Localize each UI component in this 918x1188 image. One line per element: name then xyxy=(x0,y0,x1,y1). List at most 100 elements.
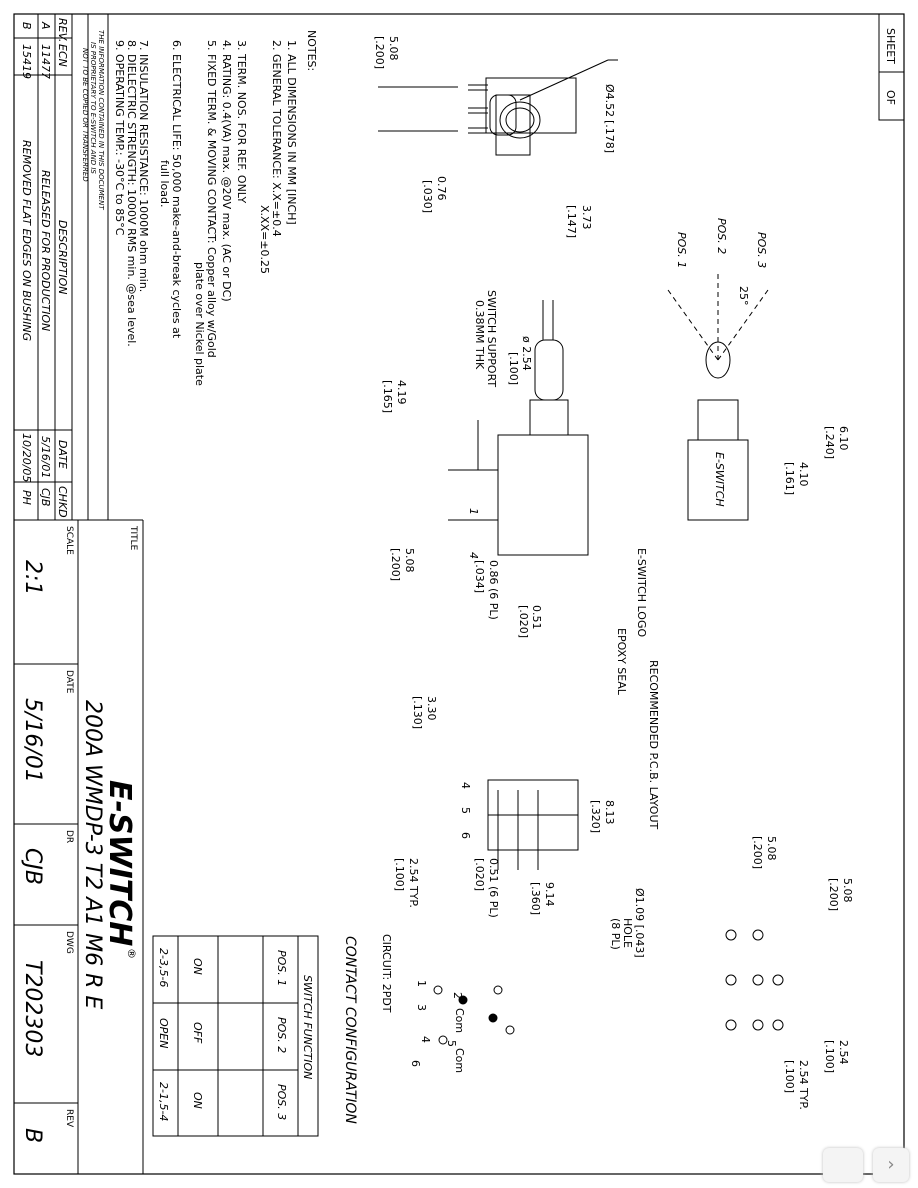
sf-circuit-pos-3: 2-1,5-4 xyxy=(157,1082,170,1121)
back-d2-mm: 8.13 xyxy=(603,800,616,825)
sf-header-pos-1: POS. 1 xyxy=(275,950,288,986)
sheet-label: SHEET xyxy=(884,28,897,64)
viewer-logo-icon[interactable] xyxy=(823,1148,863,1182)
note-8: 8. DIELECTRIC STRENGTH: 1000V RMS min. @… xyxy=(125,40,138,347)
sf-header-pos-2: POS. 2 xyxy=(275,1017,288,1053)
rev-header-date: DATE xyxy=(56,440,69,469)
front-pos-1: POS. 1 xyxy=(675,232,688,268)
back-d5-mm: 2.54 TYP. xyxy=(407,858,420,908)
scale-label: SCALE xyxy=(64,526,74,555)
note-3: 3. TERM. NOS. FOR REF. ONLY xyxy=(235,40,248,203)
rev-header-chkd: CHKD xyxy=(56,486,69,518)
contact-configuration: CONTACT CONFIGURATION CIRCUIT: 2PDT 1 2 … xyxy=(152,934,515,1137)
drawn-by-label: DR xyxy=(64,830,74,843)
rev-header-description: DESCRIPTION xyxy=(56,220,69,294)
rev-row-a-description: RELEASED FOR PRODUCTION xyxy=(39,170,52,331)
top-term-mm: 0.76 xyxy=(435,176,448,201)
drawing-title: 200A WMDP-3 T2 A1 M6 R E xyxy=(80,700,105,1009)
rev-header-ecn: ECN xyxy=(56,44,69,67)
note-1: 1. ALL DIMENSIONS IN MM [INCH] xyxy=(285,40,298,225)
side-height-in: [.165] xyxy=(381,380,394,413)
scale-value: 2:1 xyxy=(20,560,45,595)
top-term-in: [.030] xyxy=(421,180,434,213)
proprietary-line-3: NOT TO BE COPIED OR TRANSFERRED xyxy=(81,48,89,182)
drawn-by-value: CJB xyxy=(20,848,45,885)
side-lever-in: [.100] xyxy=(507,352,520,385)
pcb-d-in: [.100] xyxy=(783,1060,796,1093)
contact-num-1: 1 xyxy=(415,980,428,987)
contact-num-5: 5 xyxy=(445,1040,458,1047)
pcb-c-in: [.100] xyxy=(823,1040,836,1073)
pcb-hole-count: (8 PL) xyxy=(609,918,622,950)
note-6: 6. ELECTRICAL LIFE: 50,000 make-and-brea… xyxy=(170,40,183,339)
company-logo: E-SWITCH xyxy=(102,780,137,946)
back-d4-in: [.020] xyxy=(473,858,486,891)
back-d2-in: [.320] xyxy=(589,800,602,833)
side-term-in: [.034] xyxy=(473,560,486,593)
contact-num-2: 2 xyxy=(451,992,464,999)
note-9: 9. OPERATING TEMP.: -30°C to 85°C xyxy=(113,40,126,236)
pcb-hole-dia: Ø1.09 [.043] xyxy=(633,888,646,958)
sf-state-pos-2: OFF xyxy=(191,1022,204,1044)
back-term-5: 5 xyxy=(459,807,472,814)
circuit-label: CIRCUIT: 2PDT xyxy=(380,934,393,1013)
switch-support-thk: 0.38MM THK xyxy=(473,300,486,370)
pcb-a-in: [.200] xyxy=(827,878,840,911)
back-d1-mm: 3.30 xyxy=(425,696,438,721)
note-2: 2. GENERAL TOLERANCE: X.X=±0.4 xyxy=(270,40,283,237)
back-d1-in: [.130] xyxy=(411,696,424,729)
date-label: DATE xyxy=(64,670,74,694)
pcb-d-mm: 2.54 TYP. xyxy=(797,1060,810,1110)
pcb-title: RECOMMENDED P.C.B. LAYOUT xyxy=(647,660,660,829)
back-d3-mm: 9.14 xyxy=(543,882,556,907)
rev-row-a-date: 5/16/01 xyxy=(39,436,52,478)
side-pitch-in: [.200] xyxy=(389,548,402,581)
rev-row-b-chkd: PH xyxy=(20,490,33,505)
epoxy-seal-label: EPOXY SEAL xyxy=(615,628,628,696)
front-pos-3: POS. 3 xyxy=(755,232,768,268)
sheet-of-box: SHEET OF xyxy=(878,13,905,121)
sheet-of-label: OF xyxy=(884,90,897,105)
top-depth-mm: 3.73 xyxy=(580,205,593,230)
registered-mark: ® xyxy=(125,948,138,959)
front-body-logo: E-SWITCH xyxy=(713,452,726,507)
contact-num-4: 4 xyxy=(419,1036,432,1043)
front-pos-2: POS. 2 xyxy=(715,218,728,254)
top-pitch-in: [.200] xyxy=(373,36,386,69)
front-h2-mm: 4.10 xyxy=(797,462,810,487)
side-view: ø 2.54 [.100] SWITCH SUPPORT 0.38MM THK … xyxy=(381,290,589,638)
note-5b: plate over Nickel plate xyxy=(193,262,206,386)
notes-heading: NOTES: xyxy=(305,30,318,71)
proprietary-line-2: IS PROPRIETARY TO E-SWITCH AND IS xyxy=(89,42,97,174)
sf-circuit-pos-2: OPEN xyxy=(157,1018,170,1048)
side-term-4: 4 xyxy=(467,552,480,559)
note-2b: X.XX=±0.25 xyxy=(258,205,271,274)
front-h1-mm: 6.10 xyxy=(837,426,850,451)
proprietary-line-1: THE INFORMATION CONTAINED IN THIS DOCUME… xyxy=(97,30,105,210)
top-view: Ø4.52 [.178] 5.08 [.200] 0.76 [.030] 3.7… xyxy=(373,36,618,238)
side-lever-mm: ø 2.54 xyxy=(520,336,533,371)
note-6b: full load. xyxy=(158,160,171,207)
next-page-icon[interactable]: › xyxy=(873,1148,909,1182)
front-logo-label: E-SWITCH LOGO xyxy=(635,548,648,637)
rev-row-a-ecn: 11477 xyxy=(39,44,52,79)
contact-num-6: 6 xyxy=(409,1060,422,1067)
pcb-b-in: [.200] xyxy=(751,836,764,869)
title-block: TITLE 200A WMDP-3 T2 A1 M6 R E E-SWITCH … xyxy=(14,519,144,1174)
back-d4-mm: 0.51 (6 PL) xyxy=(487,858,500,918)
note-7: 7. INSULATION RESISTANCE: 1000M ohm min. xyxy=(137,40,150,292)
rev-label: REV xyxy=(64,1109,74,1128)
top-dia-in: [.178] xyxy=(603,120,616,153)
back-d5-in: [.100] xyxy=(393,858,406,891)
side-height-mm: 4.19 xyxy=(395,380,408,405)
notes: NOTES: 1. ALL DIMENSIONS IN MM [INCH] 2.… xyxy=(113,30,318,386)
front-h1-in: [.240] xyxy=(823,426,836,459)
back-d3-in: [.360] xyxy=(529,882,542,915)
switch-support-title: SWITCH SUPPORT xyxy=(485,290,498,387)
side-thk-in: [.020] xyxy=(517,605,530,638)
title-label: TITLE xyxy=(128,525,138,551)
side-thk-mm: 0.51 xyxy=(530,605,543,630)
side-term-mm: 0.86 (6 PL) xyxy=(487,560,500,620)
note-4: 4. RATING: 0.4(VA) max. @20V max. (AC or… xyxy=(220,40,233,302)
